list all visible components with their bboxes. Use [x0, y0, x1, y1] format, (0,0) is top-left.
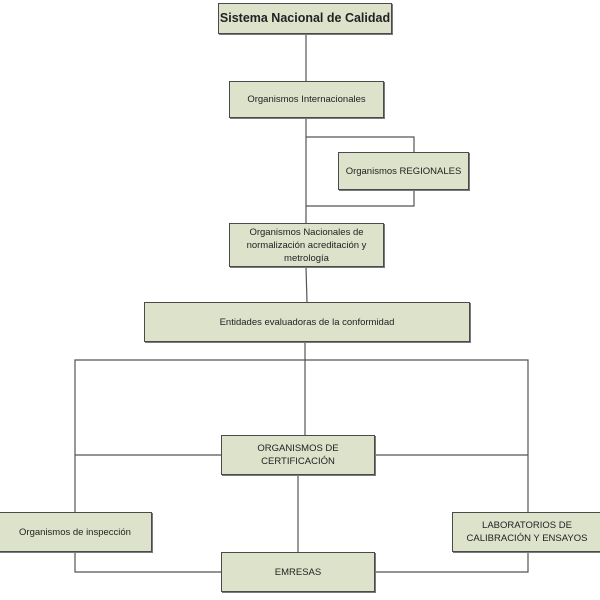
connector-nacionales-entidades [305, 266, 308, 303]
node-label: Organismos de inspección [19, 526, 131, 538]
node-label: Organismos Nacionales de normalización a… [246, 226, 367, 264]
node-organismos-certificacion[interactable]: ORGANISMOS DE CERTIFICACIÓN [221, 435, 375, 475]
node-label: EMRESAS [274, 566, 322, 578]
node-label: ORGANISMOS DE CERTIFICACIÓN [257, 443, 339, 467]
node-organismos-regionales[interactable]: Organismos REGIONALES [338, 152, 469, 190]
node-label: Organismos REGIONALES [345, 165, 462, 177]
node-organismos-internacionales[interactable]: Organismos Internacionales [229, 81, 384, 118]
connector-outer-frame [74, 359, 529, 512]
node-sistema-nacional-calidad[interactable]: Sistema Nacional de Calidad [218, 3, 392, 34]
node-title: Sistema Nacional de Calidad [219, 11, 391, 25]
node-organismos-nacionales[interactable]: Organismos Nacionales de normalización a… [229, 223, 384, 267]
node-label: Entidades evaluadoras de la conformidad [219, 316, 395, 328]
node-label: Organismos Internacionales [247, 94, 366, 105]
node-empresas[interactable]: EMRESAS [221, 552, 375, 592]
connector-regionales-return [306, 190, 415, 207]
node-organismos-inspeccion[interactable]: Organismos de inspección [0, 512, 152, 552]
connector-regionales-loop [306, 136, 415, 152]
node-label: LABORATORIOS DE CALIBRACIÓN Y ENSAYOS [466, 520, 588, 544]
node-laboratorios-calibracion[interactable]: LABORATORIOS DE CALIBRACIÓN Y ENSAYOS [452, 512, 600, 552]
connector-inspeccion-empresas [74, 552, 221, 573]
node-entidades-evaluadoras[interactable]: Entidades evaluadoras de la conformidad [144, 302, 470, 342]
connector-empresas-laboratorios [375, 552, 529, 573]
